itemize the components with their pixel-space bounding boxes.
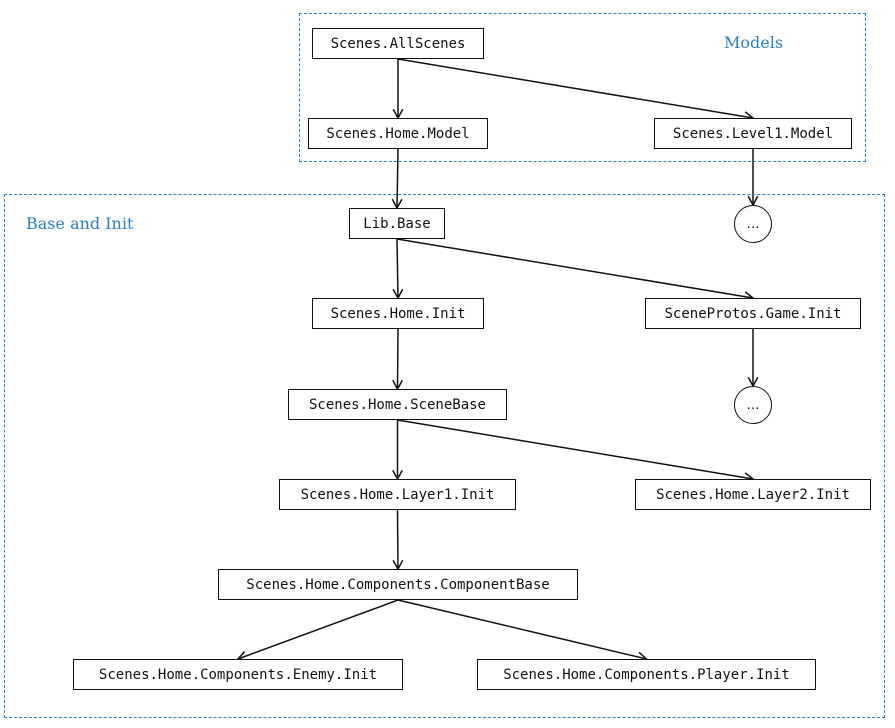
node-scenes-home-layer1-init[interactable]: Scenes.Home.Layer1.Init bbox=[279, 479, 516, 510]
node-scenes-home-components-player-init[interactable]: Scenes.Home.Components.Player.Init bbox=[477, 659, 816, 690]
node-scenes-home-layer2-init[interactable]: Scenes.Home.Layer2.Init bbox=[635, 479, 871, 510]
node-lib-base[interactable]: Lib.Base bbox=[349, 208, 445, 239]
node-scenes-home-components-componentbase[interactable]: Scenes.Home.Components.ComponentBase bbox=[218, 569, 578, 600]
base-and-init-group bbox=[4, 194, 885, 718]
node-scenes-home-components-enemy-init[interactable]: Scenes.Home.Components.Enemy.Init bbox=[73, 659, 403, 690]
edge-lib_base-to-home_init bbox=[396, 238, 399, 299]
node-scenes-allscenes[interactable]: Scenes.AllScenes bbox=[312, 28, 484, 59]
models-group bbox=[299, 13, 866, 162]
models-group-label: Models bbox=[724, 33, 784, 52]
node-scenes-home-model[interactable]: Scenes.Home.Model bbox=[308, 118, 488, 149]
node-scenes-home-init[interactable]: Scenes.Home.Init bbox=[312, 298, 484, 329]
node-scenes-home-scenebase[interactable]: Scenes.Home.SceneBase bbox=[288, 389, 507, 420]
ellipsis-node-2[interactable]: … bbox=[734, 386, 772, 424]
edge-home_scenebase-to-home_layer2_init bbox=[397, 419, 754, 480]
edge-home_model-to-lib_base bbox=[396, 148, 399, 209]
node-sceneprotos-game-init[interactable]: SceneProtos.Game.Init bbox=[645, 298, 861, 329]
edge-component_base-to-player_init bbox=[397, 599, 647, 660]
edge-lib_base-to-sceneprotos_game_init bbox=[396, 238, 754, 299]
edge-home_layer1_init-to-component_base bbox=[396, 509, 399, 570]
base-and-init-group-label: Base and Init bbox=[26, 214, 134, 233]
node-scenes-level1-model[interactable]: Scenes.Level1.Model bbox=[654, 118, 852, 149]
edge-home_init-to-home_scenebase bbox=[396, 328, 399, 390]
edge-all_scenes-to-level1_model bbox=[397, 58, 754, 119]
ellipsis-node-1[interactable]: … bbox=[734, 205, 772, 243]
edge-component_base-to-enemy_init bbox=[237, 599, 399, 660]
